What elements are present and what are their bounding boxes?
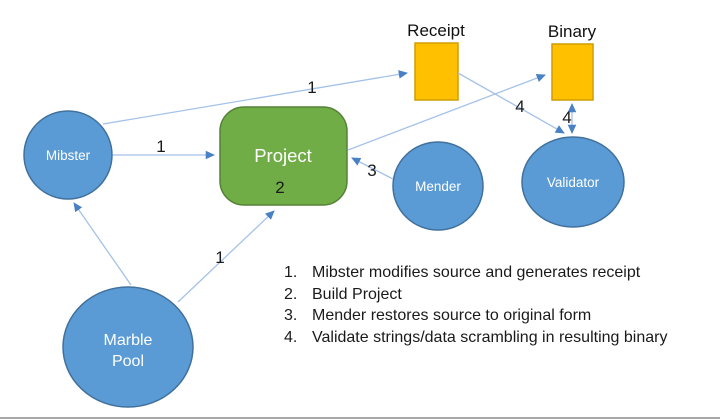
bottom-divider <box>0 417 720 419</box>
mibster-label: Mibster <box>46 148 91 163</box>
edge-label-mender-project: 3 <box>367 161 376 180</box>
project-step-number: 2 <box>275 178 284 197</box>
mender-label: Mender <box>415 179 461 194</box>
edge-marble-to-mibster <box>73 202 132 286</box>
validator-label: Validator <box>547 175 600 190</box>
marble-pool-node <box>62 286 194 408</box>
mibster-node <box>23 110 113 200</box>
edge-project-to-binary <box>347 73 546 151</box>
binary-header: Binary <box>548 22 597 41</box>
edge-label-mibster-receipt: 1 <box>307 78 316 97</box>
project-node <box>219 106 348 206</box>
legend-item-text: Mibster modifies source and generates re… <box>312 264 641 281</box>
edge-receipt-to-validator <box>457 72 565 134</box>
project-label: Project <box>254 145 312 166</box>
legend-item-number: 3. <box>284 307 298 325</box>
edge-mibster-to-receipt <box>102 70 408 125</box>
legend-item-number: 1. <box>284 264 298 281</box>
legend-item-text: Validate strings/data scrambling in resu… <box>312 329 668 347</box>
edge-label-marble-project: 1 <box>215 248 224 267</box>
marble-pool-label-line2: Pool <box>112 353 144 370</box>
legend-item: 3. Mender restores source to original fo… <box>284 305 667 327</box>
marble-pool-label-line1: Marble <box>104 332 153 349</box>
legend-item: 2. Build Project <box>284 284 667 306</box>
edge-label-binary-validator: 4 <box>562 108 571 127</box>
edge-label-receipt-validator: 4 <box>515 97 524 116</box>
receipt-node <box>414 42 459 101</box>
validator-node <box>521 136 625 228</box>
receipt-header: Receipt <box>407 21 465 40</box>
legend-item: 1. Mibster modifies source and generates… <box>284 262 667 284</box>
binary-node <box>551 43 594 101</box>
mender-node <box>392 141 484 231</box>
legend-list: 1. Mibster modifies source and generates… <box>284 262 667 349</box>
edge-mender-to-project <box>351 157 394 180</box>
edge-marble-to-project <box>177 210 275 303</box>
legend-item: 4. Validate strings/data scrambling in r… <box>284 327 667 349</box>
legend-item-text: Mender restores source to original form <box>312 307 592 325</box>
legend-item-number: 2. <box>284 285 298 303</box>
edge-label-mibster-project: 1 <box>156 137 165 156</box>
legend-item-text: Build Project <box>312 285 402 303</box>
legend-item-number: 4. <box>284 329 298 347</box>
